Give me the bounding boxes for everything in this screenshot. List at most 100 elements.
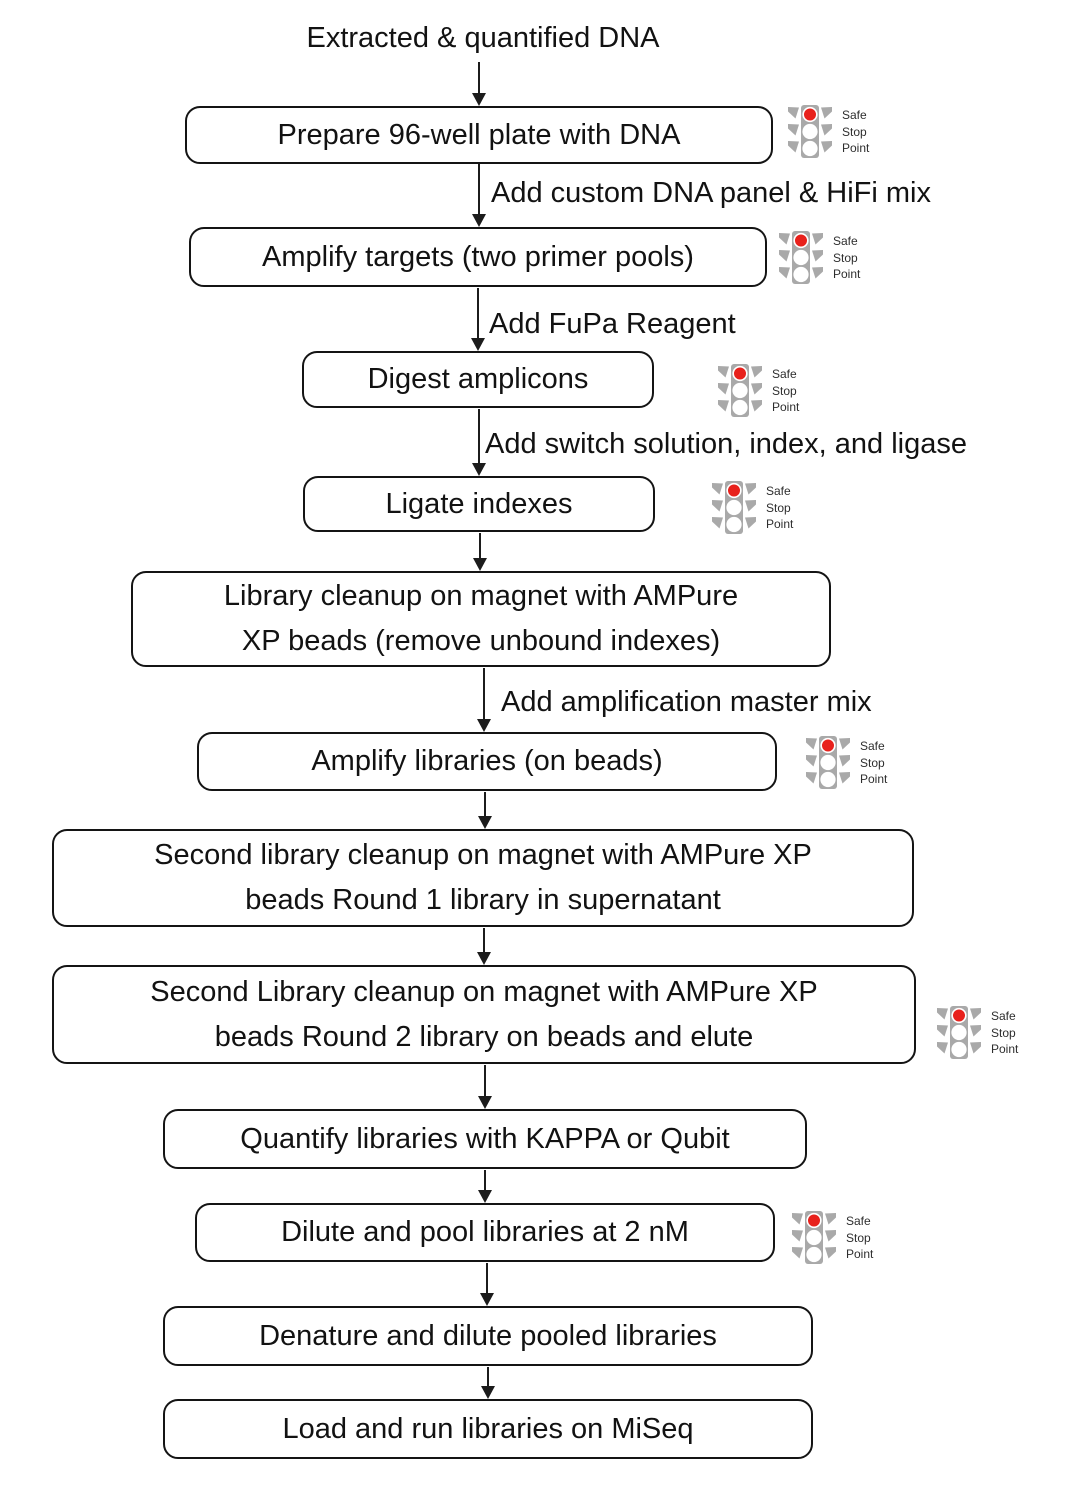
safe-stop-point-line: Safe	[860, 739, 885, 753]
step-box-load-run-miseq: Load and run libraries on MiSeq	[163, 1399, 813, 1459]
arrow-connector	[481, 1367, 495, 1399]
arrow-stem	[484, 792, 486, 819]
arrow-stem	[483, 928, 485, 955]
arrow-stem	[478, 409, 480, 466]
step-box-dilute-pool: Dilute and pool libraries at 2 nM	[195, 1203, 775, 1262]
arrow-stem	[486, 1263, 488, 1296]
arrowhead-icon	[471, 338, 485, 351]
step-label: Ligate indexes	[385, 487, 573, 520]
step-label: Load and run libraries on MiSeq	[282, 1412, 694, 1445]
step-box-prepare-plate: Prepare 96-well plate with DNA	[185, 106, 773, 164]
step-box-amplify-libraries: Amplify libraries (on beads)	[197, 732, 777, 791]
safe-stop-point-line: Stop	[846, 1230, 871, 1245]
safe-stop-point-line: Stop	[860, 755, 885, 770]
step-label: Prepare 96-well plate with DNA	[277, 118, 681, 151]
arrow-connector	[478, 792, 492, 829]
arrowhead-icon	[478, 1190, 492, 1203]
step-label: Second library cleanup on magnet with AM…	[154, 839, 812, 871]
safe-stop-point-line: Point	[772, 400, 800, 414]
safe-stop-point-line: Point	[842, 141, 870, 155]
step-label: beads Round 2 library on beads and elute	[214, 1020, 754, 1053]
step-box-quantify-libraries: Quantify libraries with KAPPA or Qubit	[163, 1109, 807, 1169]
step-box-amplify-targets: Amplify targets (two primer pools)	[189, 227, 767, 287]
traffic-light-icon	[712, 481, 756, 534]
traffic-light-icon	[792, 1211, 836, 1264]
arrow-stem	[483, 668, 485, 722]
safe-stop-point-line: Safe	[772, 367, 797, 381]
step-label: beads Round 1 library in supernatant	[245, 884, 721, 916]
safe-stop-point-line: Safe	[766, 484, 791, 498]
safe-stop-point-line: Safe	[842, 108, 867, 122]
arrowhead-icon	[473, 558, 487, 571]
safe-stop-point-line: Stop	[766, 500, 791, 515]
traffic-light-icon	[937, 1006, 981, 1059]
arrow-stem	[478, 164, 480, 217]
arrow-connector	[471, 288, 485, 351]
safe-stop-point-line: Safe	[991, 1009, 1016, 1023]
step-label: Library cleanup on magnet with AMPure	[223, 580, 739, 612]
arrow-stem	[487, 1367, 489, 1389]
safe-stop-point-line: Stop	[772, 383, 797, 398]
arrowhead-icon	[480, 1293, 494, 1306]
arrowhead-icon	[481, 1386, 495, 1399]
safe-stop-point-line: Stop	[991, 1025, 1016, 1040]
safe-stop-point-line: Point	[991, 1042, 1019, 1056]
arrow-connector	[477, 928, 491, 965]
step-label: Quantify libraries with KAPPA or Qubit	[240, 1122, 730, 1155]
traffic-light-icon	[779, 231, 823, 284]
arrow-connector	[478, 1065, 492, 1109]
arrow-stem	[477, 288, 479, 341]
step-box-denature-dilute: Denature and dilute pooled libraries	[163, 1306, 813, 1366]
start-node-title: Extracted & quantified DNA	[306, 22, 660, 54]
arrowhead-icon	[477, 719, 491, 732]
safe-stop-point-line: Point	[846, 1247, 874, 1261]
safe-stop-point-line: Stop	[833, 250, 858, 265]
safe-stop-point-line: Point	[766, 517, 794, 531]
arrowhead-icon	[477, 952, 491, 965]
step-box-ligate-indexes: Ligate indexes	[303, 476, 655, 532]
safe-stop-point-line: Stop	[842, 124, 867, 139]
safe-stop-point-line: Point	[833, 267, 861, 281]
arrow-connector	[477, 668, 491, 732]
arrowhead-icon	[478, 816, 492, 829]
arrow-connector	[472, 409, 486, 476]
step-box-library-cleanup: Library cleanup on magnet with AMPure XP …	[131, 571, 831, 667]
arrow-reagent-label: Add switch solution, index, and ligase	[485, 428, 968, 460]
step-box-second-cleanup-round1: Second library cleanup on magnet with AM…	[52, 829, 914, 927]
arrowhead-icon	[472, 214, 486, 227]
arrow-connector	[478, 1170, 492, 1203]
step-label: XP beads (remove unbound indexes)	[241, 625, 721, 657]
traffic-light-icon	[718, 364, 762, 417]
arrow-reagent-label: Add FuPa Reagent	[489, 308, 736, 340]
safe-stop-point-line: Safe	[833, 234, 858, 248]
step-box-digest-amplicons: Digest amplicons	[302, 351, 654, 408]
safe-stop-point-line: Safe	[846, 1214, 871, 1228]
arrowhead-icon	[478, 1096, 492, 1109]
step-box-second-cleanup-round2: Second Library cleanup on magnet with AM…	[52, 965, 916, 1064]
step-label: Amplify libraries (on beads)	[311, 745, 663, 777]
traffic-light-icon	[806, 736, 850, 789]
step-label: Second Library cleanup on magnet with AM…	[150, 975, 818, 1008]
arrow-connector	[472, 62, 486, 106]
step-label: Denature and dilute pooled libraries	[259, 1319, 717, 1352]
arrow-stem	[484, 1170, 486, 1193]
arrowhead-icon	[472, 93, 486, 106]
arrow-reagent-label: Add custom DNA panel & HiFi mix	[491, 177, 931, 209]
arrow-stem	[479, 533, 481, 561]
arrow-reagent-label: Add amplification master mix	[501, 686, 872, 718]
